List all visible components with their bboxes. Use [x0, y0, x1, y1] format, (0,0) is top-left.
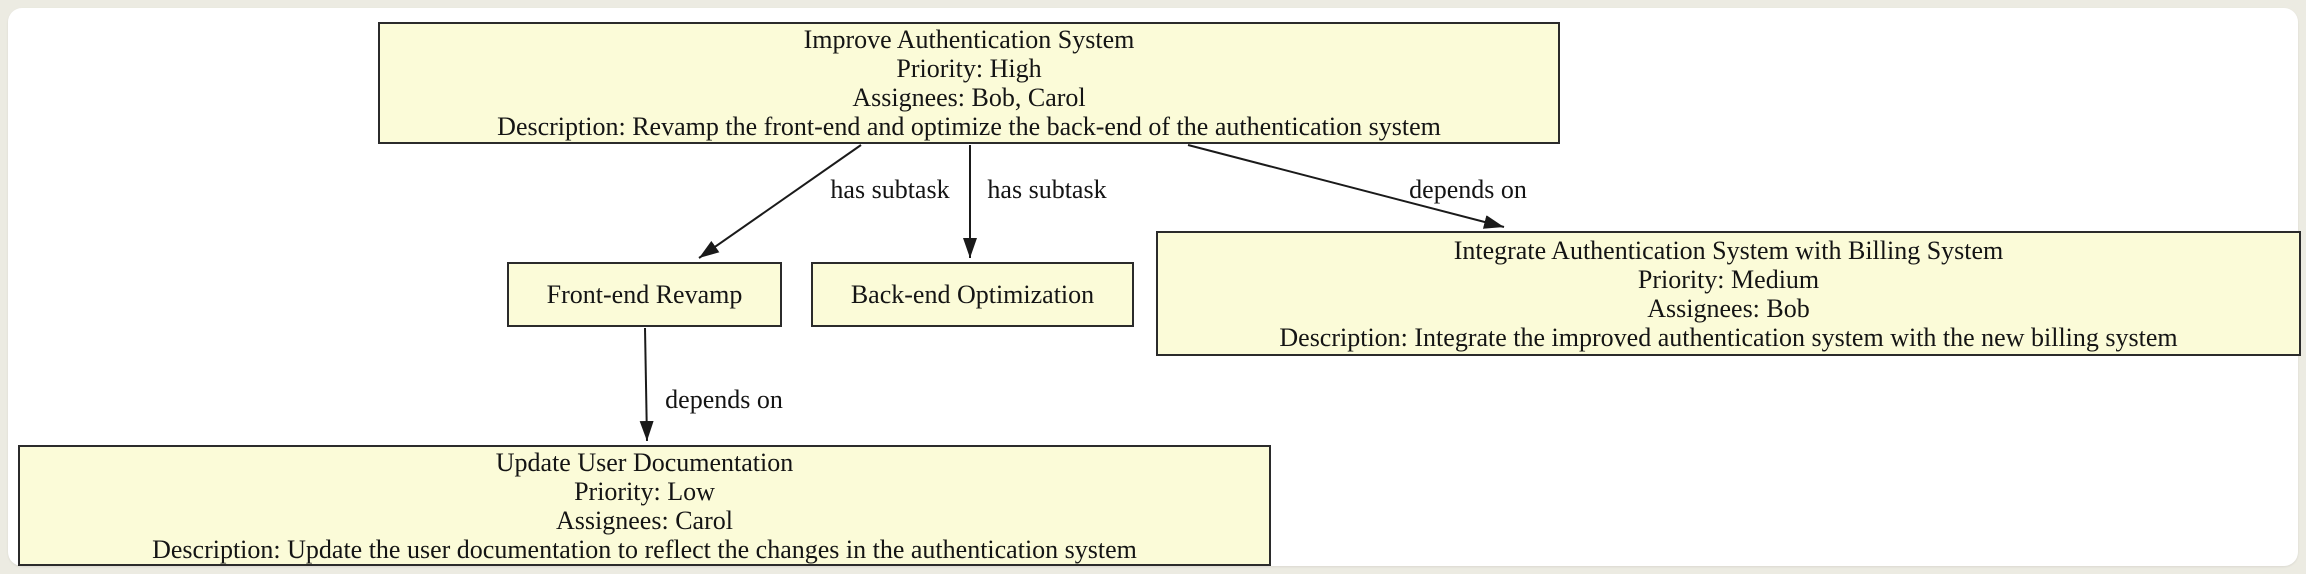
edge-frontend-to-docs [639, 327, 654, 442]
node-front-end-revamp: Front-end Revamp [507, 262, 782, 327]
node-priority: Priority: Medium [1637, 264, 1820, 294]
diagram-canvas: Improve Authentication System Priority: … [8, 8, 2301, 566]
node-integrate-authentication-billing: Integrate Authentication System with Bil… [1156, 231, 2301, 356]
edge-label-has-subtask-2: has subtask [987, 175, 1107, 204]
node-priority: Priority: High [896, 54, 1042, 83]
node-description: Description: Revamp the front-end and op… [497, 112, 1441, 141]
node-description: Description: Update the user documentati… [152, 534, 1137, 564]
node-title: Improve Authentication System [803, 25, 1135, 54]
node-title: Front-end Revamp [546, 280, 743, 309]
edge-label-depends-on-2: depends on [665, 385, 783, 414]
node-assignees: Assignees: Bob [1647, 293, 1810, 323]
node-description: Description: Integrate the improved auth… [1279, 322, 2178, 352]
edge-label-has-subtask-1: has subtask [830, 175, 950, 204]
node-update-user-documentation: Update User Documentation Priority: Low … [18, 445, 1271, 566]
node-improve-authentication-system: Improve Authentication System Priority: … [378, 22, 1560, 144]
node-assignees: Assignees: Carol [556, 505, 733, 535]
node-back-end-optimization: Back-end Optimization [811, 262, 1134, 327]
node-assignees: Assignees: Bob, Carol [852, 83, 1086, 112]
edge-label-depends-on-1: depends on [1409, 175, 1527, 204]
node-title: Update User Documentation [495, 447, 794, 477]
node-title: Integrate Authentication System with Bil… [1453, 235, 2004, 265]
node-title: Back-end Optimization [850, 280, 1095, 309]
node-priority: Priority: Low [574, 476, 715, 506]
